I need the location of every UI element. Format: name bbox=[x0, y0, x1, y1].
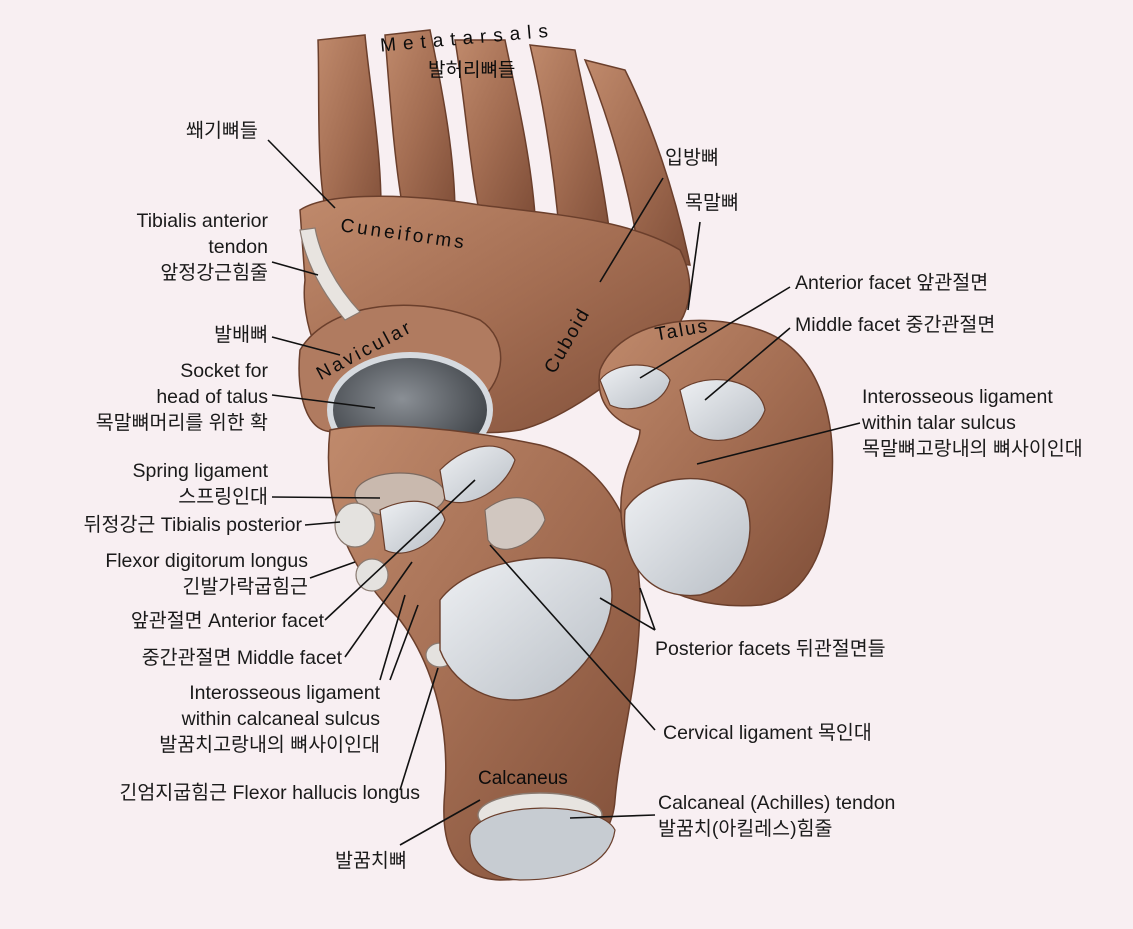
metatarsals-shape bbox=[317, 29, 691, 266]
interosseous-calcaneal-line-2: within calcaneal sulcus bbox=[181, 708, 380, 730]
talus-anterior-facet-shape bbox=[599, 364, 671, 410]
socket-label: Socket for head of talus 목말뼈머리를 위한 확 bbox=[40, 358, 268, 436]
interosseous-talar-label: Interosseous ligament within talar sulcu… bbox=[862, 384, 1083, 462]
calcaneus-label: Calcaneus bbox=[478, 768, 568, 789]
cuneiforms-korean-label: 쐐기뼈들 bbox=[186, 120, 258, 142]
anterior-facet-right-label: Anterior facet 앞관절면 bbox=[795, 272, 989, 294]
calcaneal-tuberosity-shape bbox=[469, 807, 616, 881]
middle-facet-left-shape bbox=[379, 500, 446, 554]
achilles-line-2: 발꿈치(아킬레스)힘줄 bbox=[658, 818, 833, 840]
flexor-digitorum-line-1: Flexor digitorum longus bbox=[105, 550, 308, 572]
spring-ligament-label: Spring ligament 스프링인대 bbox=[60, 458, 269, 510]
tibialis-posterior-label: 뒤정강근 Tibialis posterior bbox=[83, 514, 302, 536]
cervical-ligament-label: Cervical ligament 목인대 bbox=[663, 722, 872, 744]
interosseous-talar-line-2: within talar sulcus bbox=[862, 412, 1016, 434]
spring-ligament-line-1: Spring ligament bbox=[132, 460, 269, 482]
interosseous-ligament-calcaneal-shape bbox=[484, 497, 546, 550]
anterior-facet-left-shape bbox=[439, 445, 516, 504]
metatarsals-korean-label: 발허리뼈들 bbox=[428, 60, 516, 81]
tibialis-posterior-tendon-shape bbox=[334, 502, 376, 548]
interosseous-calcaneal-line-1: Interosseous ligament bbox=[189, 682, 380, 704]
tibialis-anterior-tendon-shape bbox=[299, 227, 361, 321]
middle-facet-left-label: 중간관절면 Middle facet bbox=[141, 647, 342, 669]
middle-facet-right-label: Middle facet 중간관절면 bbox=[795, 314, 996, 336]
cuboid-korean-label: 입방뼈 bbox=[665, 147, 719, 169]
achilles-line-1: Calcaneal (Achilles) tendon bbox=[658, 792, 896, 814]
talus-posterior-facet-shape bbox=[623, 477, 751, 597]
anterior-facet-left-label: 앞관절면 Anterior facet bbox=[130, 610, 324, 632]
posterior-facets-label: Posterior facets 뒤관절면들 bbox=[655, 638, 886, 660]
flexor-hallucis-label: 긴엄지굽힘근 Flexor hallucis longus bbox=[119, 782, 420, 804]
interosseous-talar-line-1: Interosseous ligament bbox=[862, 386, 1053, 408]
spring-ligament-line-2: 스프링인대 bbox=[178, 486, 268, 508]
tibialis-anterior-line-2: tendon bbox=[208, 236, 268, 258]
flexor-digitorum-label: Flexor digitorum longus 긴발가락굽힘근 bbox=[40, 548, 308, 600]
leader-lines bbox=[267, 139, 861, 846]
talus-korean-label: 목말뼈 bbox=[685, 192, 739, 214]
socket-line-2: head of talus bbox=[156, 386, 268, 408]
tibialis-anterior-label: Tibialis anterior tendon 앞정강근힘줄 bbox=[60, 208, 269, 286]
talus-middle-facet-shape bbox=[679, 379, 766, 441]
interosseous-calcaneal-label: Interosseous ligament within calcaneal s… bbox=[60, 680, 380, 758]
interosseous-calcaneal-line-3: 발꿈치고랑내의 뼈사이인대 bbox=[159, 734, 380, 756]
navicular-korean-label: 발배뼈 bbox=[214, 324, 268, 346]
achilles-tendon-label: Calcaneal (Achilles) tendon 발꿈치(아킬레스)힘줄 bbox=[658, 790, 895, 842]
calcaneus-korean-label: 발꿈치뼈 bbox=[335, 850, 407, 872]
socket-line-3: 목말뼈머리를 위한 확 bbox=[95, 412, 268, 434]
socket-line-1: Socket for bbox=[180, 360, 268, 382]
interosseous-talar-line-3: 목말뼈고랑내의 뼈사이인대 bbox=[862, 438, 1083, 460]
tibialis-anterior-line-3: 앞정강근힘줄 bbox=[160, 262, 268, 284]
tibialis-anterior-line-1: Tibialis anterior bbox=[136, 210, 269, 232]
posterior-facet-calcaneus-shape bbox=[439, 557, 613, 701]
flexor-digitorum-line-2: 긴발가락굽힘근 bbox=[182, 576, 308, 598]
